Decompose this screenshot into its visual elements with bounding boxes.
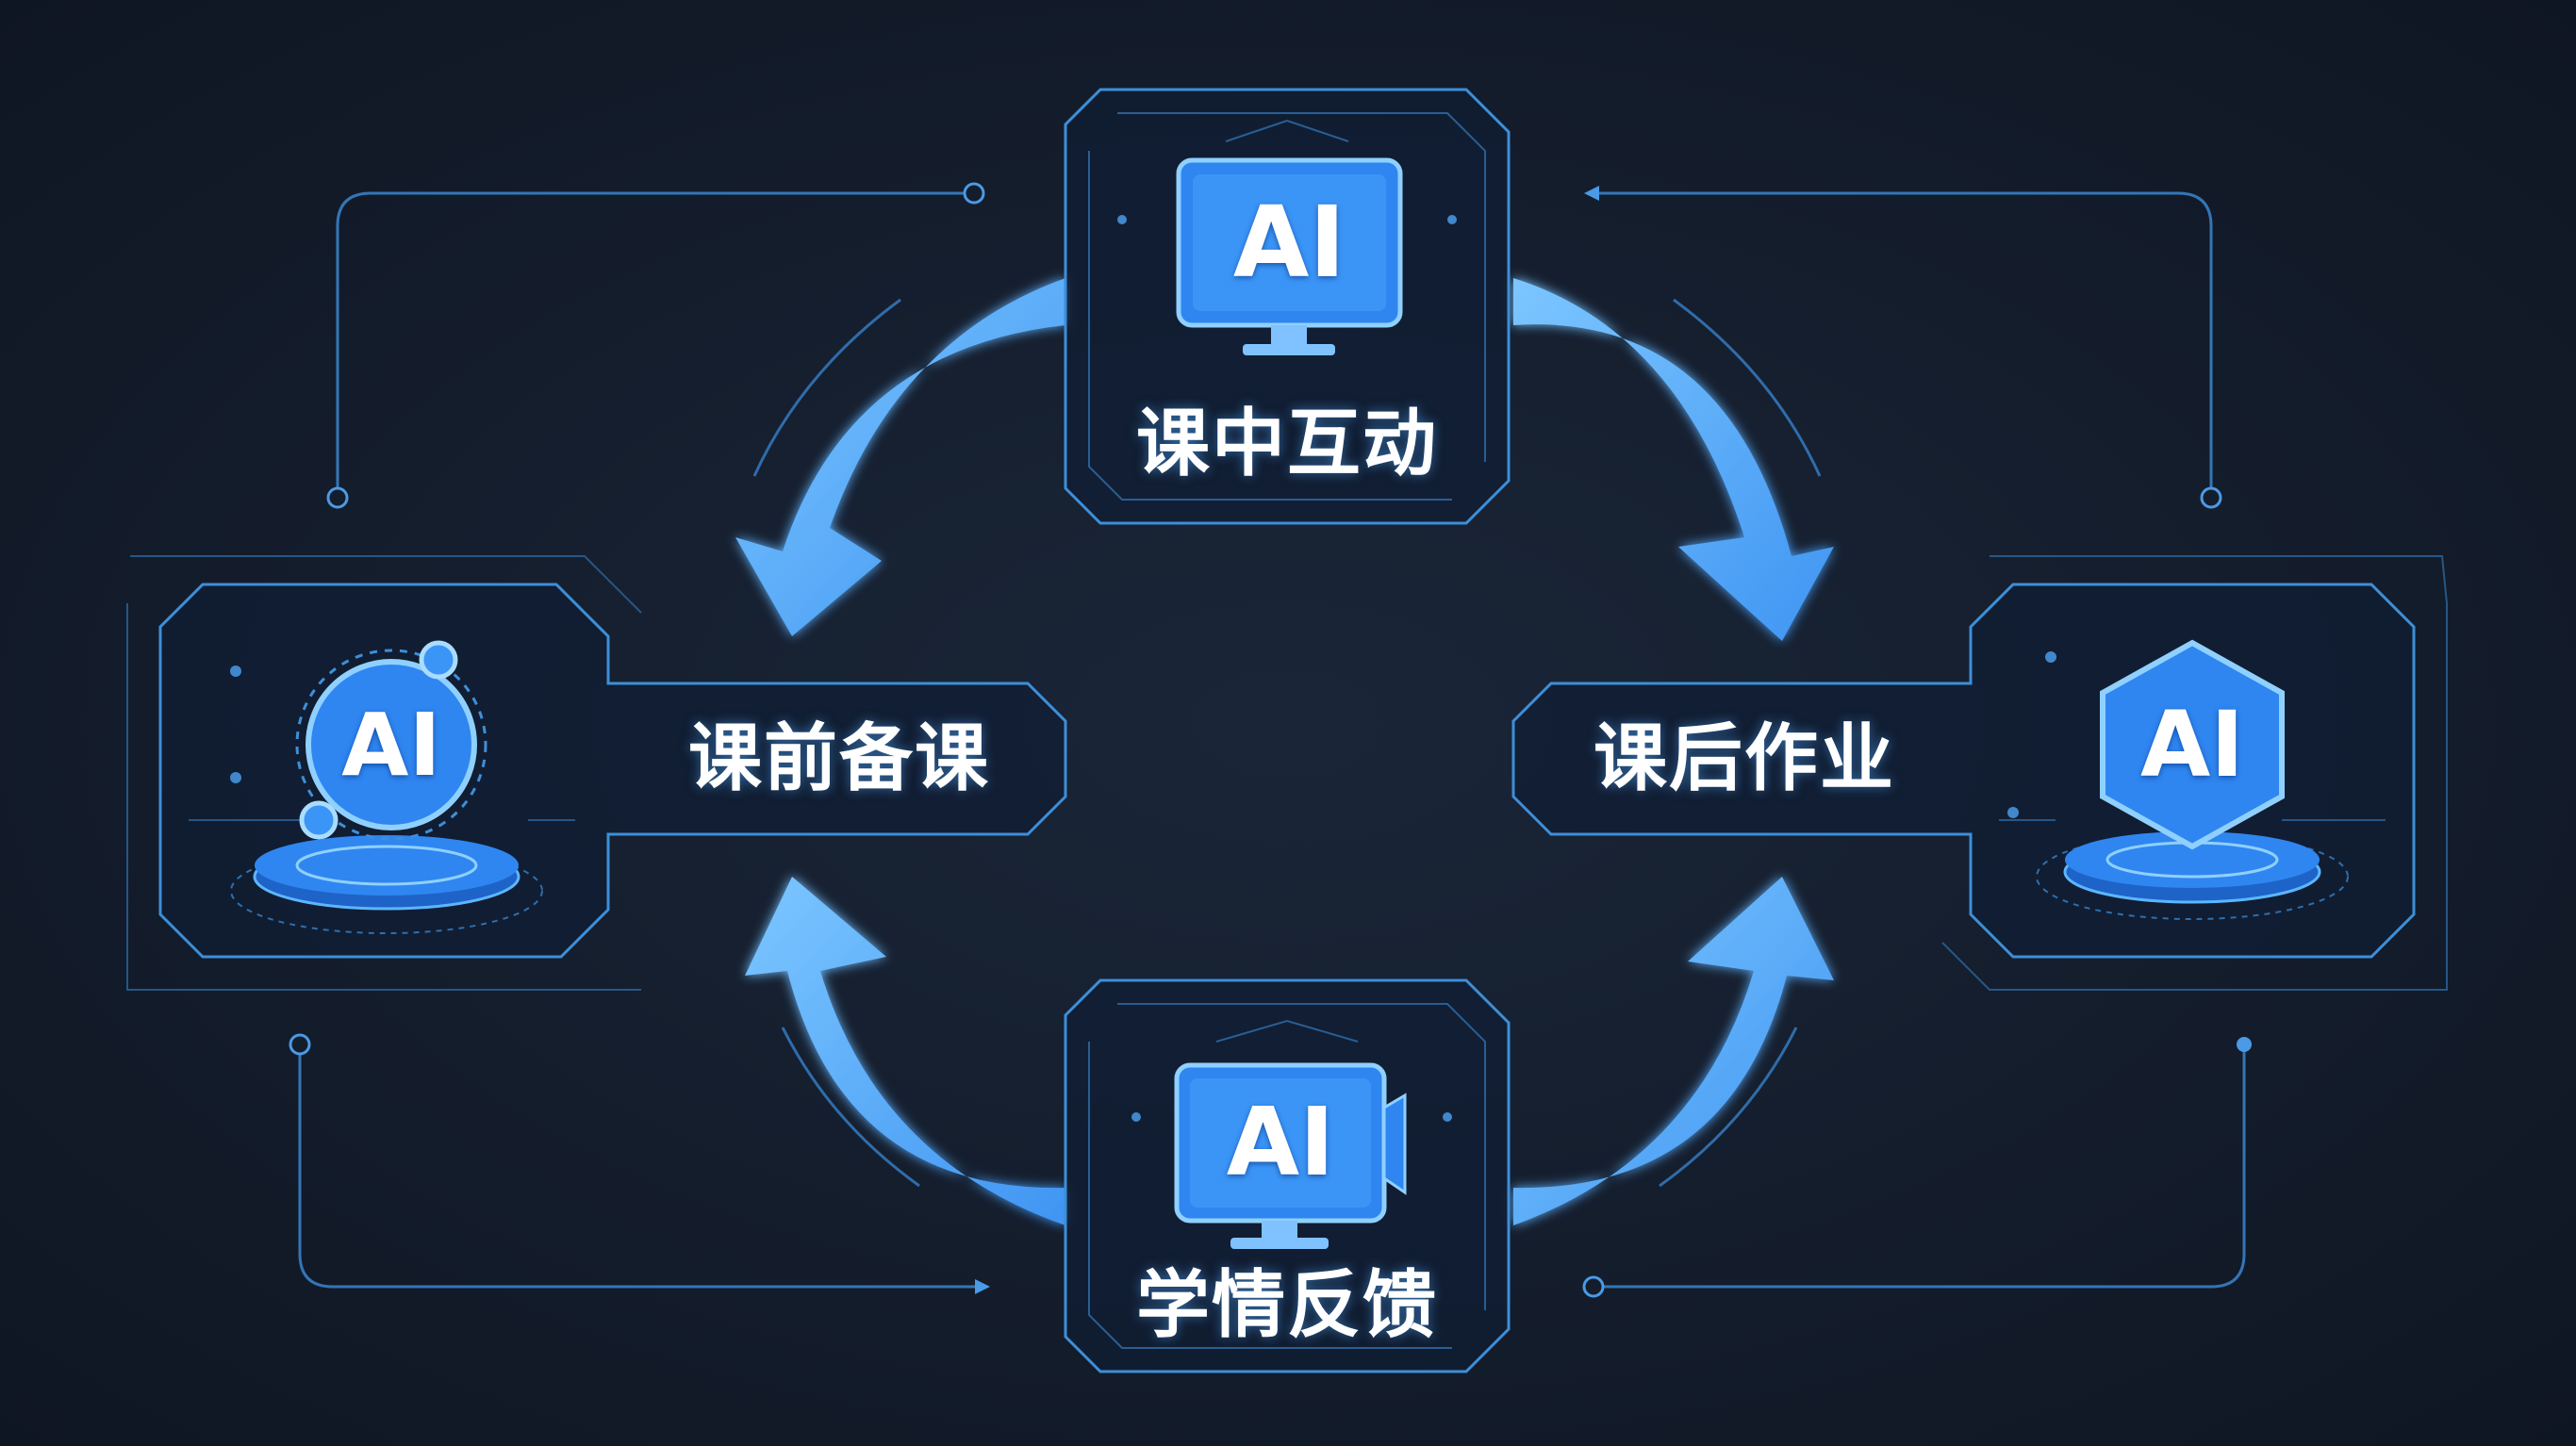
connector-top-right xyxy=(1593,191,2213,495)
arrowhead-small xyxy=(975,1279,990,1294)
bottom-monitor-icon xyxy=(1174,1062,1407,1249)
connector-dot xyxy=(2200,486,2222,509)
arrowhead-small xyxy=(1584,186,1599,201)
connector-bottom-right xyxy=(1593,1044,2246,1289)
connector-dot xyxy=(1582,1275,1605,1298)
left-ai-badge: AI xyxy=(341,695,441,796)
connector-bottom-left xyxy=(298,1044,985,1289)
connector-dot xyxy=(2237,1037,2252,1052)
stage-label-left: 课前备课 xyxy=(687,716,990,801)
left-orb-platform-icon xyxy=(230,640,543,934)
bottom-ai-badge: AI xyxy=(1226,1087,1335,1197)
stage-label-top: 课中互动 xyxy=(1135,402,1438,486)
right-ai-badge: AI xyxy=(2139,692,2244,797)
top-monitor-icon xyxy=(1176,157,1403,355)
stage-label-bottom: 学情反馈 xyxy=(1135,1263,1438,1348)
top-ai-badge: AI xyxy=(1232,185,1346,300)
stage-label-right: 课后作业 xyxy=(1593,716,1895,801)
connector-dot xyxy=(289,1033,311,1056)
connector-dot xyxy=(326,486,349,509)
arrow-right-to-bottom xyxy=(1513,877,1834,1225)
arrow-top-to-right xyxy=(1513,278,1834,641)
connector-dot xyxy=(963,182,985,205)
arrow-left-to-bottom xyxy=(745,877,1065,1225)
arrow-top-to-left xyxy=(735,278,1065,636)
connector-top-left xyxy=(336,191,971,495)
right-hexagon-platform-icon xyxy=(2036,639,2349,920)
